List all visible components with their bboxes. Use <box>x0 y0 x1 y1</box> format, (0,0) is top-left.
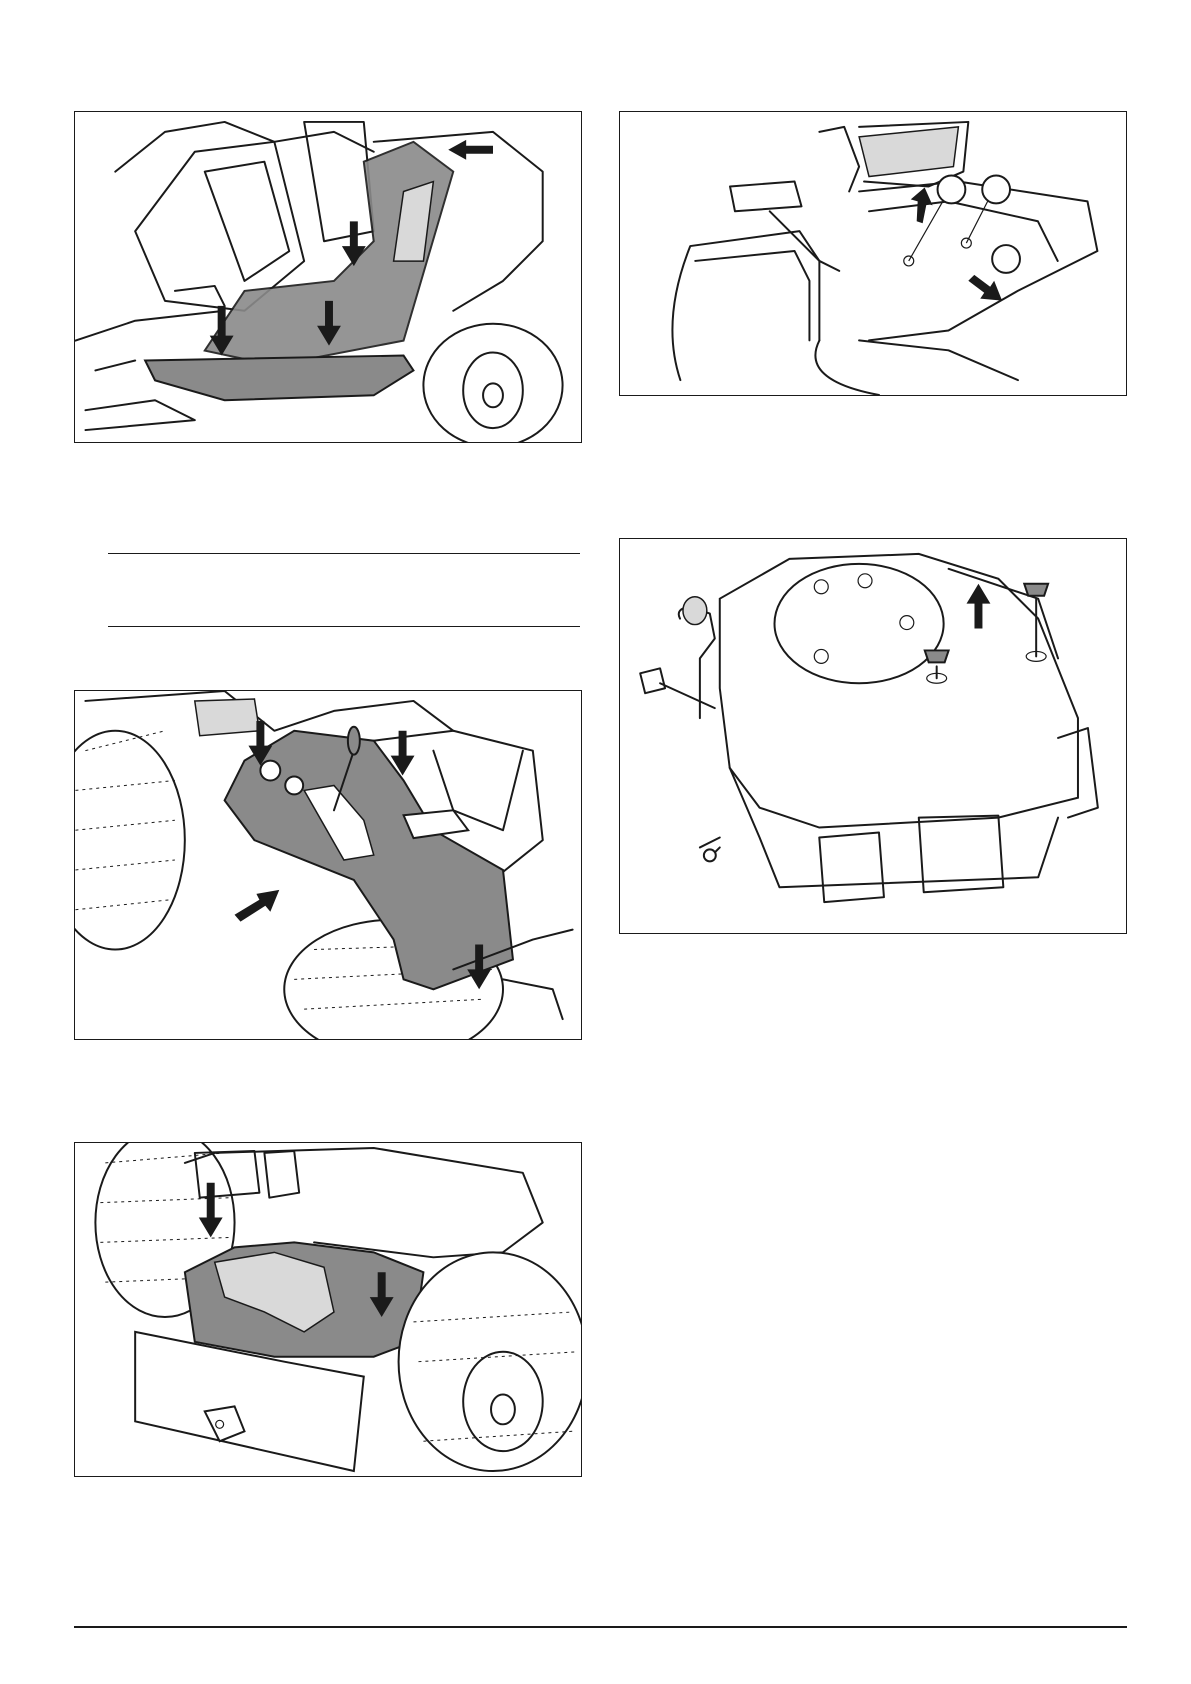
arrow-down-right-icon <box>968 275 1002 301</box>
front-cover-removal-illustration <box>75 1143 581 1476</box>
arrow-left-icon <box>448 140 493 160</box>
figure-fender-cover <box>74 111 582 443</box>
figure-front-cover <box>74 1142 582 1477</box>
callout-3-icon <box>992 245 1020 273</box>
figure-engine-cover <box>619 538 1127 934</box>
callout-2-icon <box>982 176 1010 204</box>
arrow-right-icon <box>235 890 280 922</box>
callout-1-icon <box>938 176 966 204</box>
fender-cover-removal-illustration <box>75 112 581 442</box>
figure-console-cover <box>74 690 582 1040</box>
figure-pedal-clips <box>619 111 1127 396</box>
pedal-area-clips-illustration <box>620 112 1126 395</box>
console-cover-removal-illustration <box>75 691 581 1039</box>
divider-top <box>108 553 580 554</box>
screw-knob-icon <box>925 650 949 662</box>
screw-knob-icon <box>1024 584 1048 596</box>
engine-top-cover-screws-illustration <box>620 539 1126 933</box>
divider-bottom <box>108 626 580 627</box>
footer-rule <box>74 1626 1127 1628</box>
